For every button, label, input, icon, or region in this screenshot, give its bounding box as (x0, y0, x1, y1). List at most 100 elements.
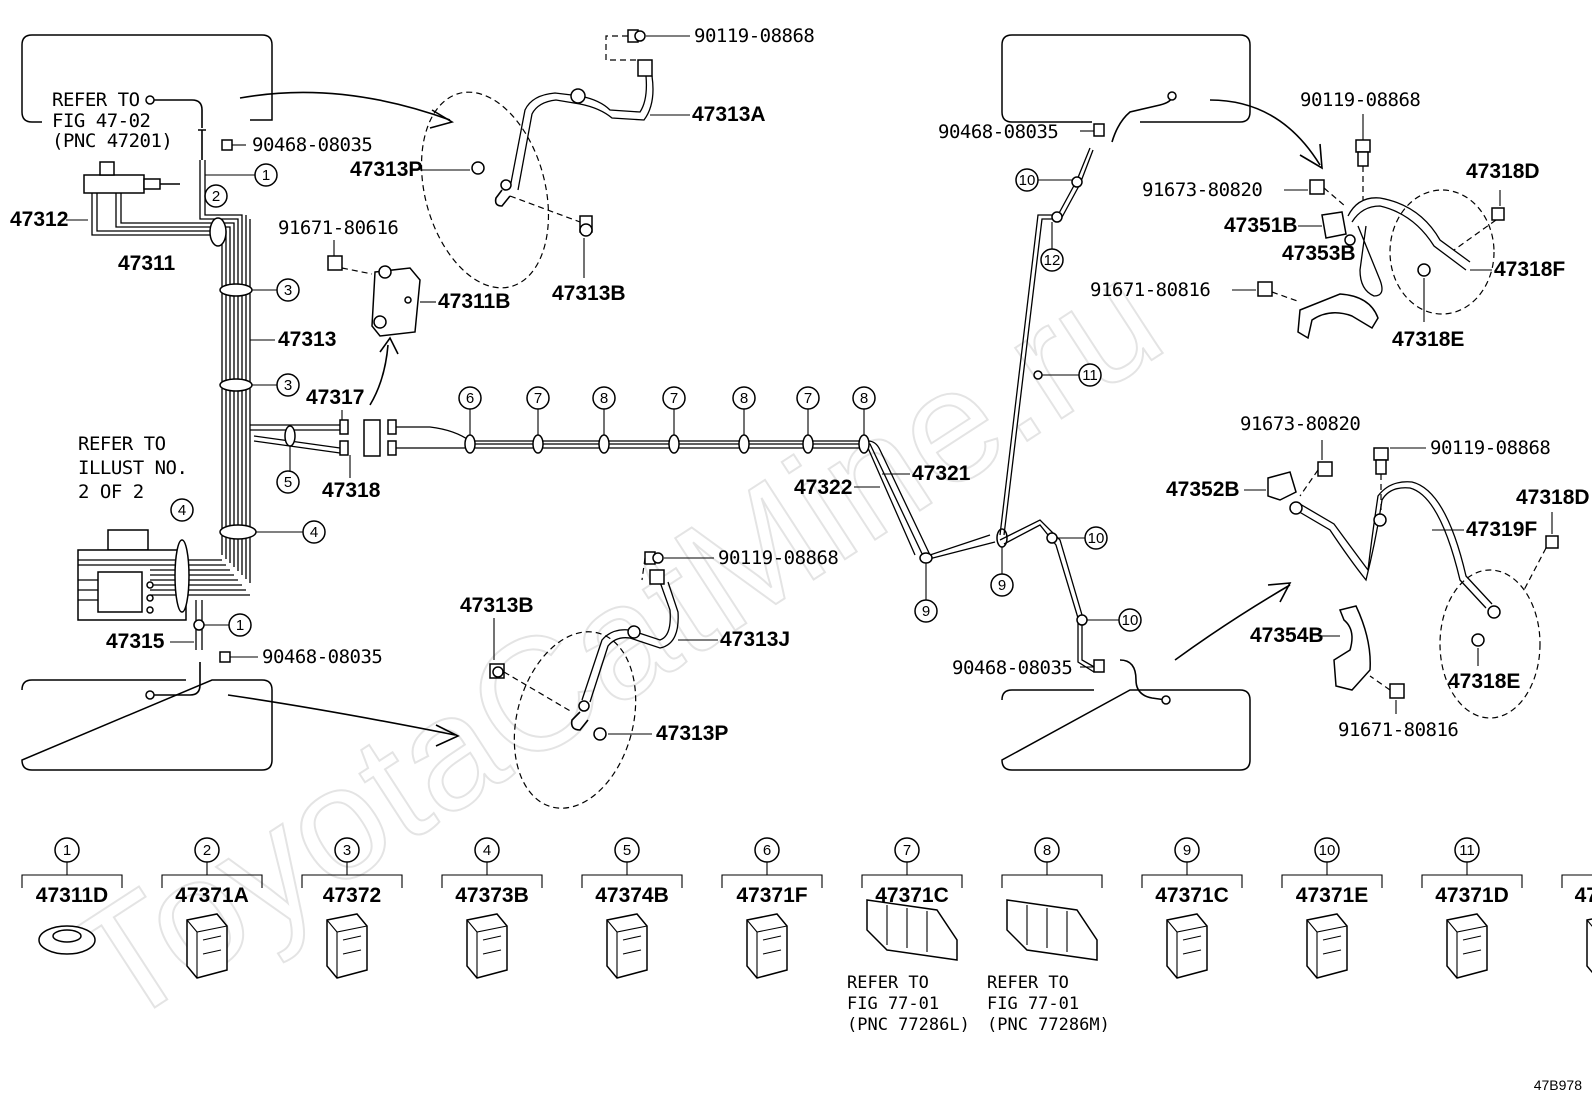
label-47312: 47312 (10, 208, 68, 231)
svg-text:8: 8 (860, 390, 868, 407)
washer-47318E-bottom (1471, 633, 1485, 647)
arrow-to-detail-top-right (1209, 99, 1321, 166)
callout-4-left (170, 498, 194, 522)
label-47321: 47321 (912, 462, 971, 485)
label-91671-80816-bottom: 91671-80816 (1338, 719, 1458, 741)
clamp-drawing-5 (606, 913, 648, 979)
legend-note-line: REFER TO (987, 973, 1069, 993)
bolt-91673-top (1309, 179, 1346, 207)
legend-bracket (1281, 862, 1383, 888)
clamp-4-left (174, 539, 190, 613)
legend-bracket (21, 862, 123, 888)
bolt-90119-right-top (1355, 139, 1371, 200)
svg-text:3: 3 (284, 377, 292, 394)
refer-note-line1: REFER TO (52, 89, 140, 111)
legend-bracket (581, 862, 683, 888)
union-47317 (339, 419, 349, 435)
legend-part-number: 47371D (1435, 884, 1509, 907)
bracket-47353B (1297, 293, 1379, 340)
refer-illust-line3: 2 OF 2 (78, 481, 144, 503)
clamp-drawing-12 (1586, 918, 1592, 974)
svg-text:4: 4 (178, 502, 186, 519)
legend-callout-num: 8 (1043, 842, 1051, 859)
bolt-47318D-bottom (1523, 535, 1559, 591)
washer-47318E-top (1417, 263, 1431, 277)
label-90119-top: 90119-08868 (694, 25, 814, 47)
legend-callout-num: 11 (1459, 842, 1475, 859)
legend-part-number: 47371A (175, 884, 249, 907)
label-47318E-top: 47318E (1392, 328, 1464, 351)
bolt-47318D-top (1453, 207, 1505, 251)
svg-text:1: 1 (262, 167, 270, 184)
svg-text:9: 9 (998, 577, 1006, 594)
legend-note-line: (PNC 77286M) (987, 1015, 1110, 1035)
vertical-tube-bundle (91, 160, 251, 583)
legend-bracket (861, 862, 963, 888)
legend-note-line: FIG 77-01 (847, 994, 939, 1014)
svg-text:9: 9 (922, 603, 930, 620)
bolt-91673-bottom (1299, 461, 1333, 497)
label-47354B: 47354B (1250, 624, 1324, 647)
label-47352B: 47352B (1166, 478, 1240, 501)
label-91671-80816-top: 91671-80816 (1090, 279, 1210, 301)
bolt-91671-80616 (327, 255, 373, 275)
svg-text:6: 6 (466, 390, 474, 407)
clamp-drawing-8 (1006, 899, 1098, 961)
svg-text:7: 7 (670, 390, 678, 407)
label-47318: 47318 (322, 479, 381, 502)
label-47318E-bottom: 47318E (1448, 670, 1520, 693)
callout-5 (276, 470, 300, 494)
legend-item-12: 1247371G (1561, 874, 1592, 974)
label-47318F: 47318F (1494, 258, 1565, 281)
clamp-drawing-1 (38, 925, 96, 955)
label-90119-bottom: 90119-08868 (718, 547, 838, 569)
clamp-drawing-11 (1446, 913, 1488, 979)
svg-text:1: 1 (236, 617, 244, 634)
flex-hose-47313A (494, 59, 654, 207)
label-47313B-bottom: 47313B (460, 594, 534, 617)
master-cylinder-fitting (83, 174, 145, 194)
reference-box-top-right (1001, 34, 1251, 123)
tube-end (145, 95, 155, 105)
legend-callout-num: 9 (1183, 842, 1191, 859)
label-47319F: 47319F (1466, 518, 1537, 541)
legend-note-line: (PNC 77286L) (847, 1015, 970, 1035)
detail-circle-bottom (513, 631, 637, 809)
legend-part-number: 47371E (1296, 884, 1368, 907)
label-90119-right-top: 90119-08868 (1300, 89, 1420, 111)
clamp-drawing-7 (866, 899, 958, 961)
legend-callout-num: 6 (763, 842, 771, 859)
callouts-long-tube: 6 7 8 7 8 7 8 (458, 386, 876, 435)
label-91673-top: 91673-80820 (1142, 179, 1262, 201)
label-91673-bottom: 91673-80820 (1240, 413, 1360, 435)
label-47313A: 47313A (692, 103, 766, 126)
tube-right-rear (999, 519, 1097, 673)
svg-text:3: 3 (284, 282, 292, 299)
refer-note-line3: (PNC 47201) (52, 130, 172, 152)
bolt-91671-80816-bottom (1369, 675, 1405, 699)
clip-90468-bottom (219, 651, 231, 663)
reference-box-bottom-right (1001, 689, 1251, 771)
clamp-3-upper (219, 283, 253, 297)
label-47317: 47317 (306, 386, 364, 409)
label-91671-80616: 91671-80616 (278, 217, 398, 239)
abs-actuator (77, 529, 250, 621)
flex-hose-47319F (1289, 481, 1501, 619)
label-47311: 47311 (118, 252, 176, 275)
legend-bracket (1421, 862, 1523, 888)
svg-text:4: 4 (310, 524, 318, 541)
legend-bracket (301, 862, 403, 888)
svg-text:12: 12 (1044, 252, 1061, 269)
arrow-to-detail-bottom-right (1174, 584, 1291, 661)
legend-bracket (161, 862, 263, 888)
clamp-drawing-6 (746, 913, 788, 979)
bracket-47352B (1267, 471, 1297, 501)
